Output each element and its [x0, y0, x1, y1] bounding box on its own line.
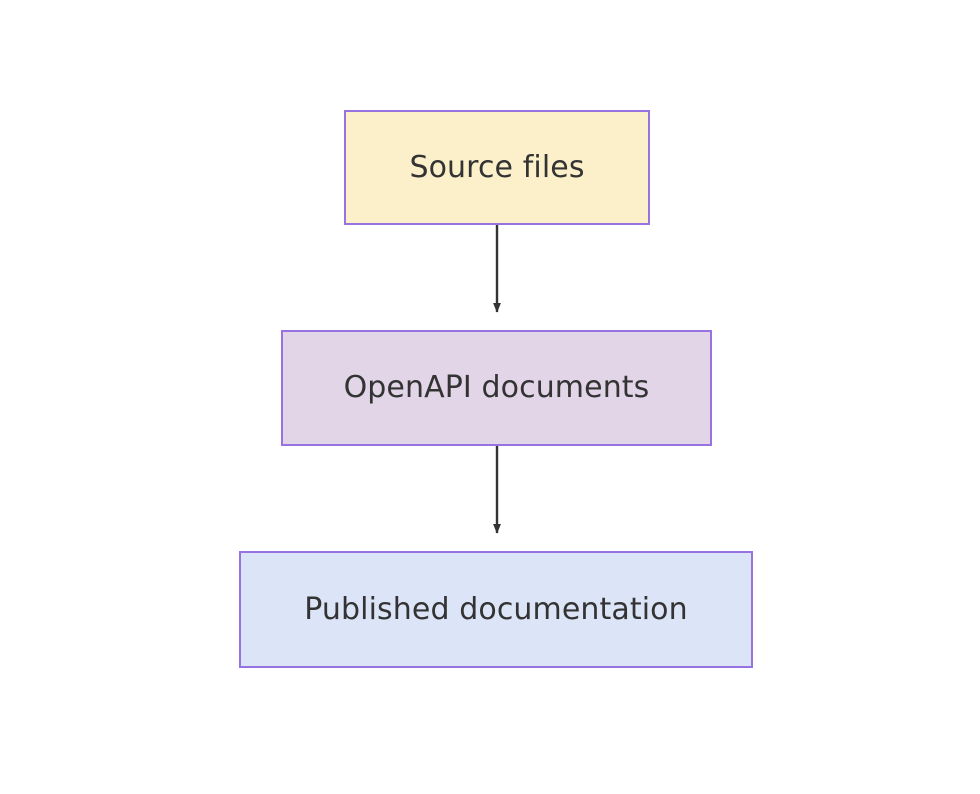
flow-node-openapi-documents[interactable]: OpenAPI documents [281, 330, 712, 446]
flow-node-label: OpenAPI documents [343, 370, 650, 405]
flow-node-source-files[interactable]: Source files [344, 110, 650, 225]
flow-node-label: Published documentation [304, 591, 688, 627]
flow-node-published-documentation[interactable]: Published documentation [239, 551, 753, 668]
flow-node-label: Source files [409, 149, 585, 185]
